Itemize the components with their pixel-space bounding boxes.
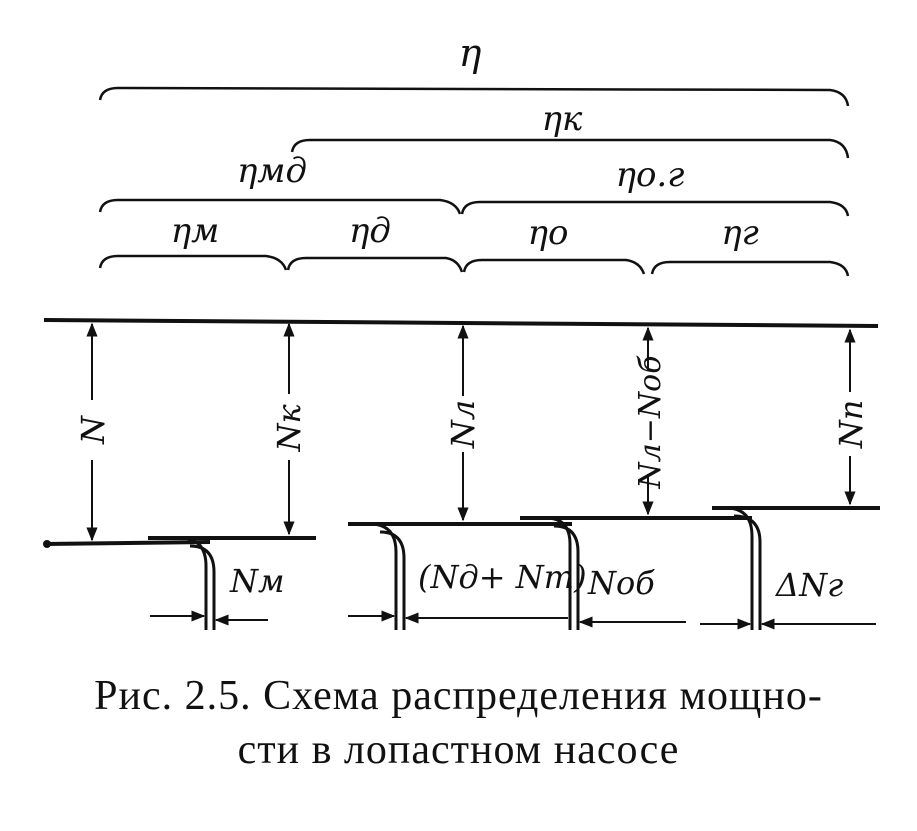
loss-curve-nd-inner [379,530,406,630]
label-eta-g: ηг [721,213,759,253]
flow-label-np: Nп [832,400,870,450]
label-eta-o: ηо [528,213,569,253]
flow-label-nl: Nл [444,400,482,449]
loss-curve-ng-inner [733,514,762,630]
brace-eta-g [650,260,850,277]
loss-label-nm: Nм [229,562,285,600]
brace-eta-og [460,200,850,217]
input-power-line [43,540,211,546]
label-eta-m: ηм [171,211,220,251]
loss-label-nd-nt: (Nд+ Nт) [418,558,587,596]
figure-caption-line-1: Рис. 2.5. Схема распределения мощно- [94,673,823,719]
loss-label-delta-ng: ΔNг [774,566,843,604]
label-eta-d: ηд [349,211,391,251]
loss-curve-nd [369,522,398,630]
label-eta: η [459,31,482,75]
brace-eta-m [98,254,288,271]
brace-eta-d [286,256,464,273]
label-eta-md: ηмд [237,151,307,191]
brace-eta [98,86,850,107]
flow-label-n: N [74,415,112,445]
flow-label-nk: Nк [270,404,308,453]
loss-curve-nob-inner [553,524,580,630]
loss-curve-nm-inner [189,544,216,630]
label-eta-k: ηк [542,99,583,139]
label-eta-og: ηо.г [616,155,685,195]
figure-caption-line-2: сти в лопастном насосе [237,727,680,773]
loss-label-nob: Nоб [587,564,655,602]
flow-label-nl-minus-nob: Nл−Nоб [633,355,668,490]
loss-curve-ng [725,506,754,630]
brace-eta-o [462,258,646,275]
input-point [43,540,51,548]
brace-eta-md [98,198,462,215]
top-reference-line [43,318,879,328]
brace-eta-k [290,138,850,159]
